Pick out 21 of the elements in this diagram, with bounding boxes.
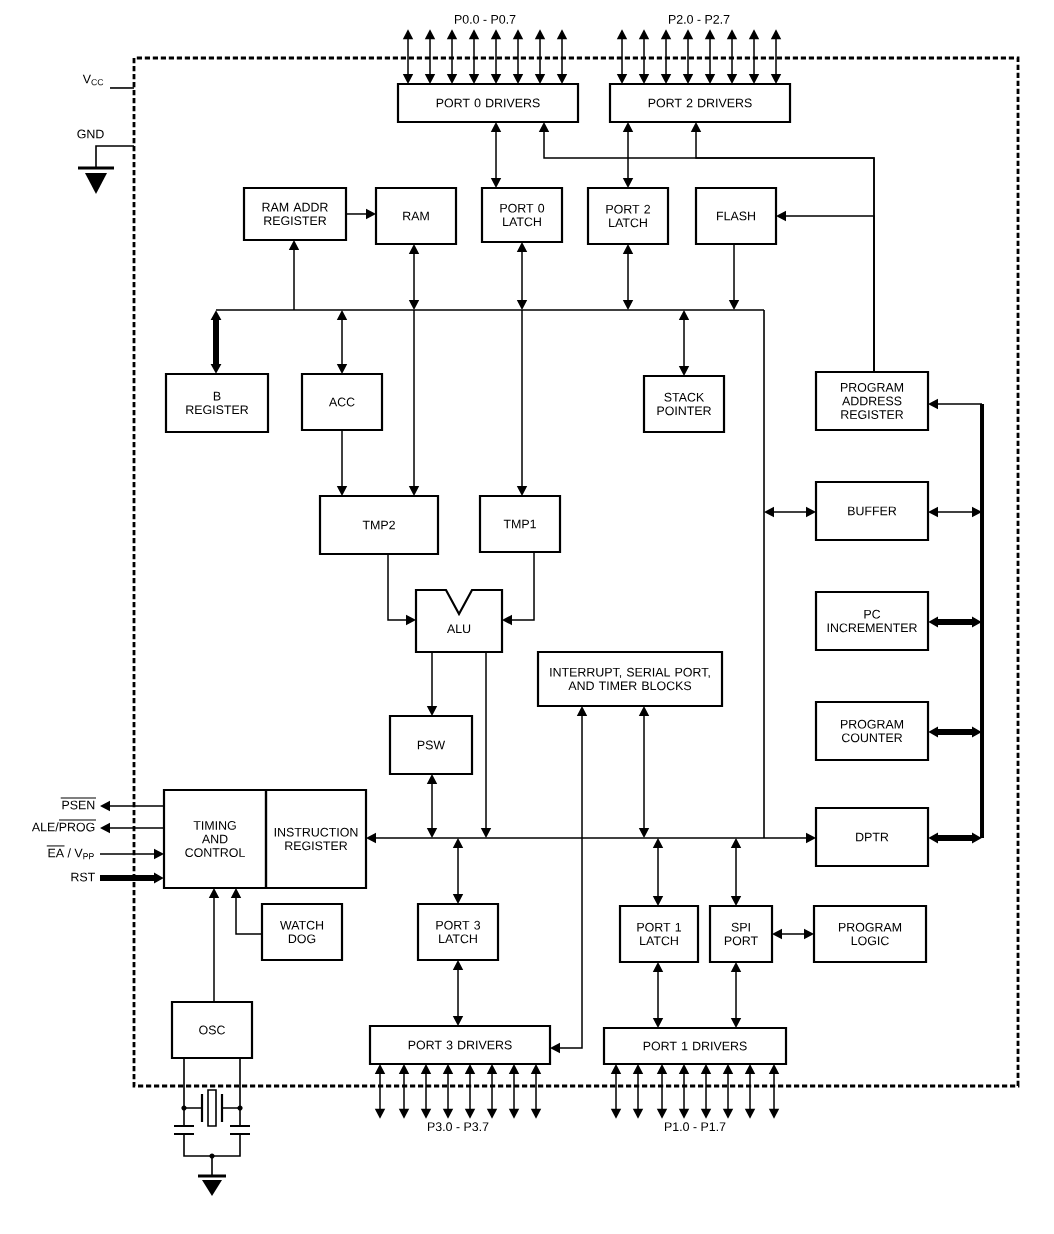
arrow xyxy=(502,551,535,626)
arrow xyxy=(452,838,464,904)
arrow xyxy=(622,244,634,310)
arrow xyxy=(730,838,742,906)
bus-line xyxy=(980,404,984,838)
arrow xyxy=(652,838,664,906)
arrow xyxy=(336,310,348,374)
arrow xyxy=(408,244,420,310)
arrow xyxy=(516,242,528,310)
arrow xyxy=(730,962,742,1028)
arrow xyxy=(764,506,816,518)
arrow xyxy=(652,962,664,1028)
arrow xyxy=(928,506,982,518)
arrow xyxy=(426,774,438,838)
arrow xyxy=(622,122,634,188)
arrow xyxy=(678,310,690,376)
arrow xyxy=(638,706,650,838)
arrow xyxy=(230,888,263,935)
arrow xyxy=(490,122,502,188)
arrow xyxy=(452,960,464,1026)
arrow xyxy=(772,928,814,940)
